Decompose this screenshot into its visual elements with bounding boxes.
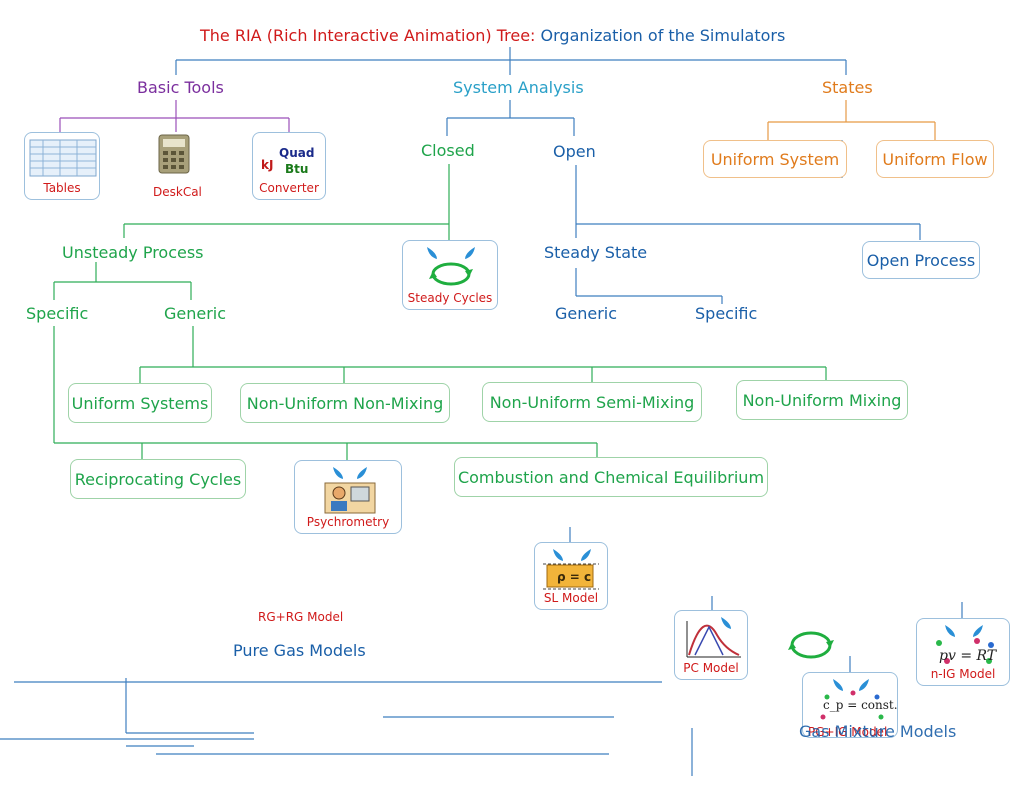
steady-cycles-label: Steady Cycles xyxy=(407,291,493,305)
converter-tool[interactable]: Quad kJ Btu Converter xyxy=(252,132,326,200)
deskcal-tool[interactable]: DeskCal xyxy=(140,132,212,200)
specific-label-open: Specific xyxy=(695,304,758,323)
steady-cycles-node[interactable]: Steady Cycles xyxy=(402,240,498,310)
reciprocating-cycles-label: Reciprocating Cycles xyxy=(74,469,242,489)
n-ig-model-icon xyxy=(936,625,994,664)
combustion-node[interactable]: Combustion and Chemical Equilibrium xyxy=(454,457,768,497)
open-process-node[interactable]: Open Process xyxy=(862,241,980,279)
tables-tool[interactable]: Tables xyxy=(24,132,100,200)
pc-model-label: PC Model xyxy=(683,661,739,675)
spreadsheet-icon xyxy=(29,139,97,177)
pc-model-node[interactable]: PC Model xyxy=(674,610,748,680)
calculator-icon xyxy=(158,134,190,174)
pc-model-icon xyxy=(686,617,741,658)
specific-label-closed: Specific xyxy=(26,304,89,323)
cycle-icon xyxy=(427,247,475,286)
sl-model-node[interactable]: ρ = c SL Model xyxy=(534,542,608,610)
closed-label: Closed xyxy=(421,141,475,160)
psychrometry-label: Psychrometry xyxy=(306,515,390,529)
uniform-flow-node[interactable]: Uniform Flow xyxy=(876,140,994,178)
uniform-system-label: Uniform System xyxy=(710,149,840,169)
non-uniform-semi-mixing-label: Non-Uniform Semi-Mixing xyxy=(489,392,695,412)
psychrometry-node[interactable]: Psychrometry xyxy=(294,460,402,534)
reciprocating-cycles-node[interactable]: Reciprocating Cycles xyxy=(70,459,246,499)
deskcal-label: DeskCal xyxy=(153,185,202,199)
open-label: Open xyxy=(553,142,596,161)
uniform-flow-label: Uniform Flow xyxy=(882,149,988,169)
non-uniform-semi-mixing-node[interactable]: Non-Uniform Semi-Mixing xyxy=(482,382,702,422)
pg-model-icon-text: c_p = const. xyxy=(823,698,898,712)
converter-kj-text: kJ xyxy=(261,158,274,172)
converter-quad-text: Quad xyxy=(279,146,315,160)
n-ig-model-node[interactable]: pv = RT n-IG Model xyxy=(916,618,1010,686)
title-part-2: Organization of the Simulators xyxy=(540,26,786,45)
pure-gas-models-label: Pure Gas Models xyxy=(233,641,366,660)
title-part-1: The RIA (Rich Interactive Animation) Tre… xyxy=(200,26,536,45)
basic-tools-label: Basic Tools xyxy=(137,78,224,97)
unsteady-process-label: Unsteady Process xyxy=(62,243,204,262)
sl-model-label: SL Model xyxy=(543,591,599,605)
pg-model-icon xyxy=(820,679,884,720)
uniform-system-node[interactable]: Uniform System xyxy=(703,140,847,178)
generic-label-open: Generic xyxy=(555,304,618,323)
uniform-systems-label: Uniform Systems xyxy=(71,393,209,413)
non-uniform-mixing-label: Non-Uniform Mixing xyxy=(742,390,902,410)
tables-label: Tables xyxy=(43,181,81,195)
gas-mixture-models-label: Gas Mixture Models xyxy=(799,722,957,741)
cycle-arrows-icon xyxy=(788,631,834,659)
non-uniform-non-mixing-label: Non-Uniform Non-Mixing xyxy=(246,393,444,413)
rg-rg-model-label: RG+RG Model xyxy=(258,610,344,624)
uniform-systems-node[interactable]: Uniform Systems xyxy=(68,383,212,423)
system-analysis-label: System Analysis xyxy=(453,78,584,97)
n-ig-model-icon-text: pv = RT xyxy=(939,648,997,664)
open-process-label: Open Process xyxy=(866,250,976,270)
diagram-title: The RIA (Rich Interactive Animation) Tre… xyxy=(200,28,785,44)
psychrometry-icon xyxy=(324,467,376,514)
sl-model-icon-text: ρ = c xyxy=(557,570,592,584)
n-ig-model-label: n-IG Model xyxy=(930,667,996,681)
non-uniform-mixing-node[interactable]: Non-Uniform Mixing xyxy=(736,380,908,420)
states-label: States xyxy=(822,78,873,97)
converter-label: Converter xyxy=(259,181,319,195)
converter-btu-text: Btu xyxy=(285,162,309,176)
pg-ig-model-node[interactable]: c_p = const. xyxy=(802,672,898,738)
sl-model-icon xyxy=(543,549,599,590)
generic-label-closed: Generic xyxy=(164,304,227,323)
steady-state-label: Steady State xyxy=(544,243,648,262)
non-uniform-non-mixing-node[interactable]: Non-Uniform Non-Mixing xyxy=(240,383,450,423)
pg-ig-model-label: PG+IG Model xyxy=(808,725,888,739)
combustion-label: Combustion and Chemical Equilibrium xyxy=(457,467,765,487)
